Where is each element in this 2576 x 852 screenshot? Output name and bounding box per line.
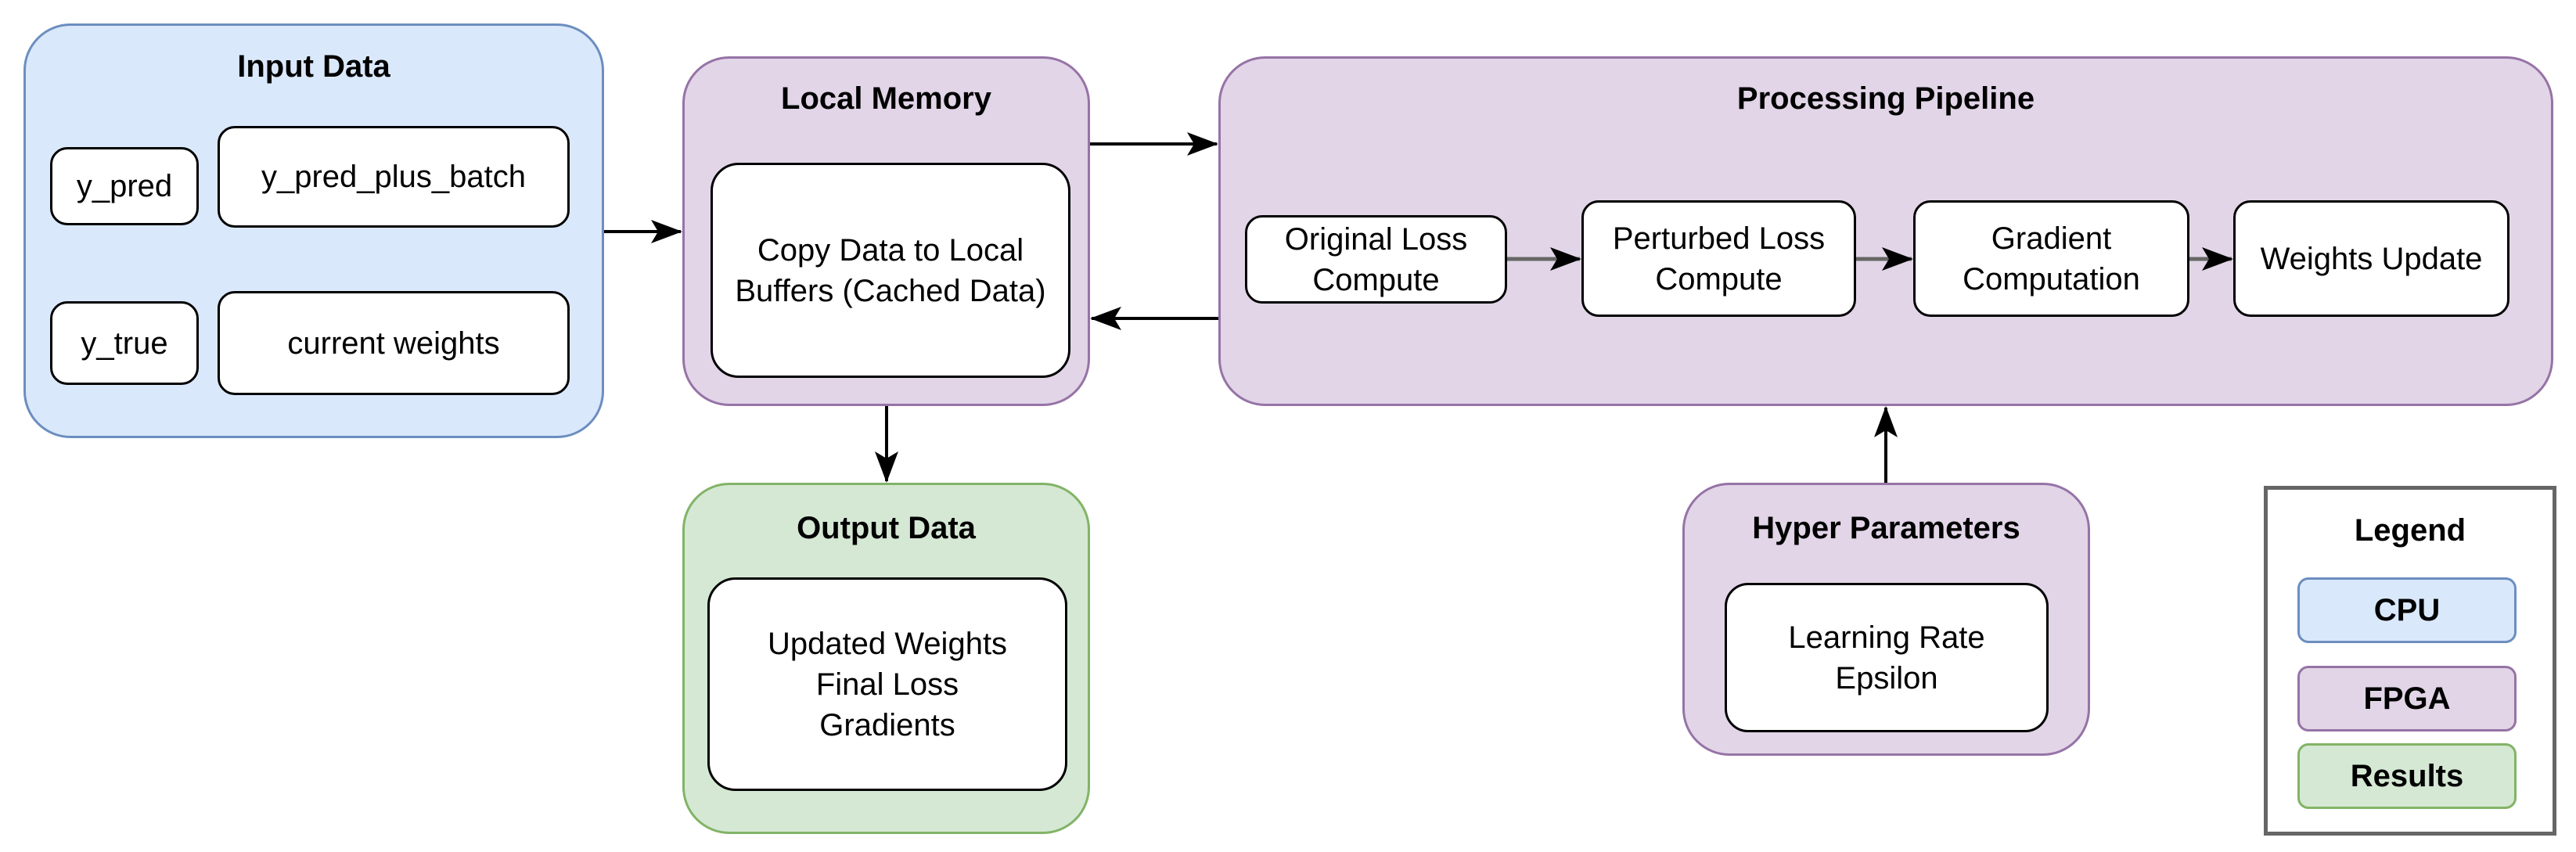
output-content-box: Updated Weights Final Loss Gradients (707, 577, 1067, 791)
legend: Legend CPU FPGA Results (2264, 486, 2556, 836)
legend-item-results: Results (2297, 743, 2517, 809)
weights-update-box: Weights Update (2233, 200, 2509, 317)
output-data-title: Output Data (797, 511, 976, 545)
local-memory-title: Local Memory (781, 81, 991, 116)
hyper-parameters-title: Hyper Parameters (1752, 511, 2020, 545)
legend-item-cpu: CPU (2297, 577, 2517, 643)
input-data-title: Input Data (237, 49, 390, 84)
y-true-box: y_true (50, 301, 199, 385)
legend-item-fpga: FPGA (2297, 666, 2517, 732)
y-pred-box: y_pred (50, 147, 199, 225)
original-loss-box: Original Loss Compute (1245, 215, 1507, 304)
gradient-computation-box: Gradient Computation (1913, 200, 2189, 317)
legend-title: Legend (2354, 513, 2466, 548)
hyper-parameters-content-box: Learning Rate Epsilon (1725, 583, 2049, 732)
current-weights-box: current weights (218, 291, 570, 395)
y-pred-plus-batch-box: y_pred_plus_batch (218, 126, 570, 228)
copy-data-box: Copy Data to Local Buffers (Cached Data) (711, 163, 1070, 378)
processing-pipeline-title: Processing Pipeline (1736, 81, 2035, 116)
perturbed-loss-box: Perturbed Loss Compute (1581, 200, 1856, 317)
